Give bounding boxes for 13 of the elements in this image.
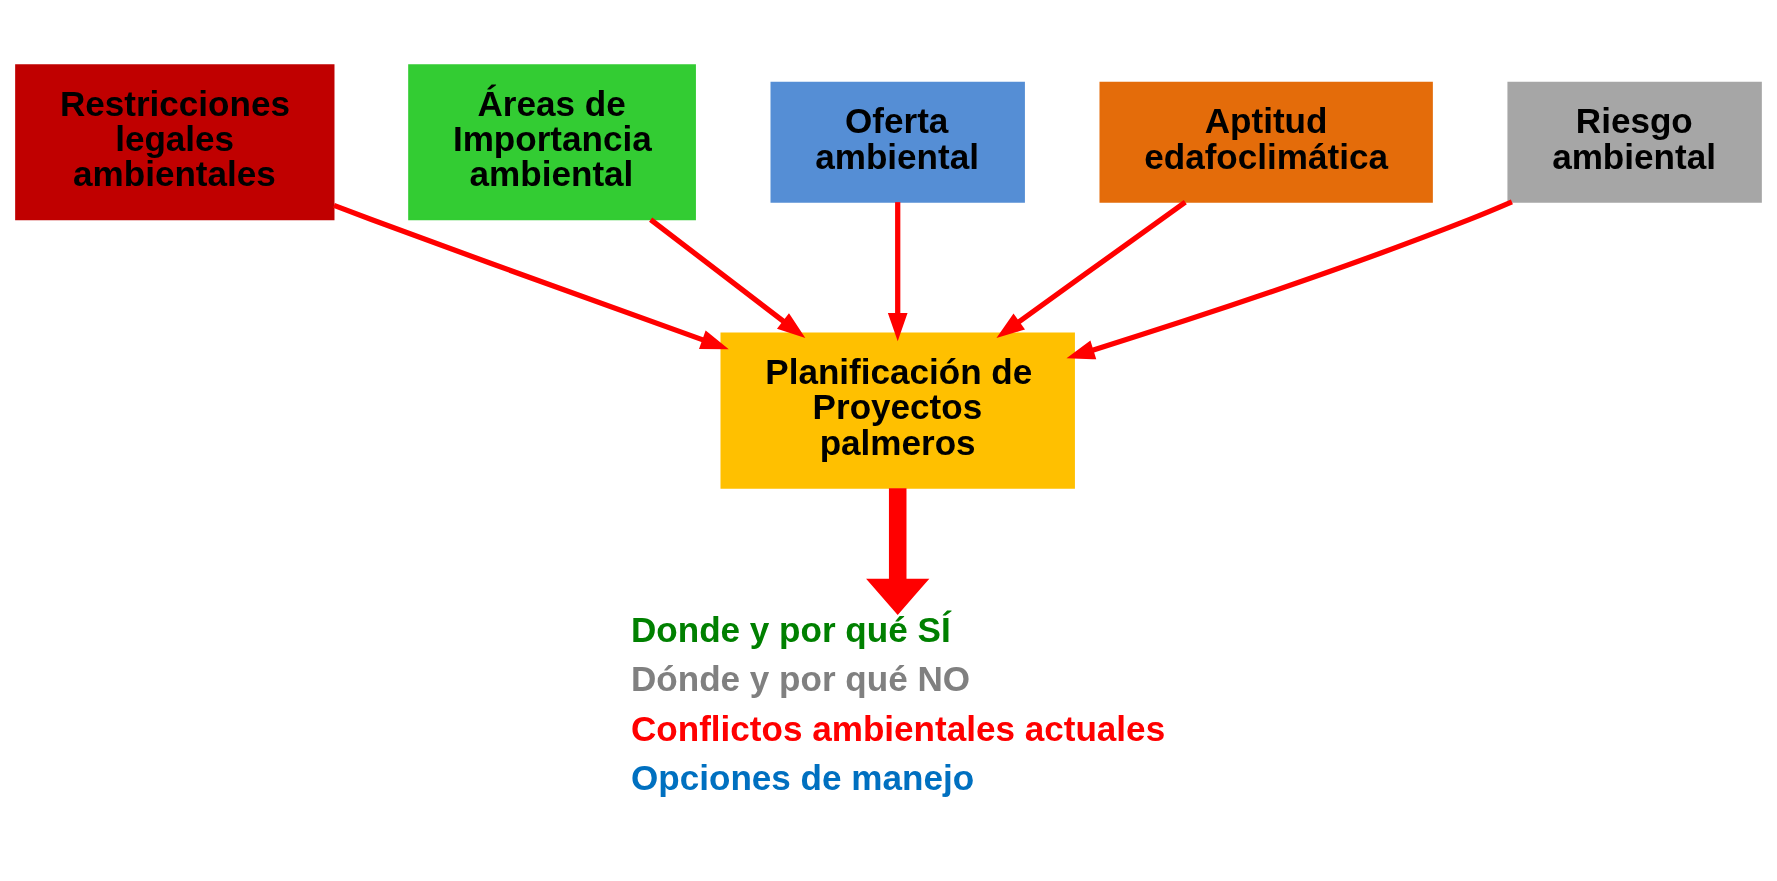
arrow (996, 200, 1187, 338)
arrow (866, 488, 930, 615)
node-box: Oferta ambiental (770, 81, 1025, 203)
arrow (333, 202, 729, 350)
node-box: Planificación de Proyectos palmeros (720, 332, 1075, 489)
node-box: Restricciones legales ambientales (15, 64, 335, 221)
node-box: Riesgo ambiental (1507, 81, 1762, 203)
arrow (887, 202, 908, 342)
arrow (649, 217, 806, 339)
node-box: Áreas de Importancia ambiental (408, 64, 696, 221)
node-box: Aptitud edafoclimática (1099, 81, 1433, 203)
node-text: Donde y por qué SÍ Dónde y por qué NO Conflictos ambientales actuales Opciones de manejo (631, 610, 1166, 797)
arrow (1066, 199, 1513, 360)
